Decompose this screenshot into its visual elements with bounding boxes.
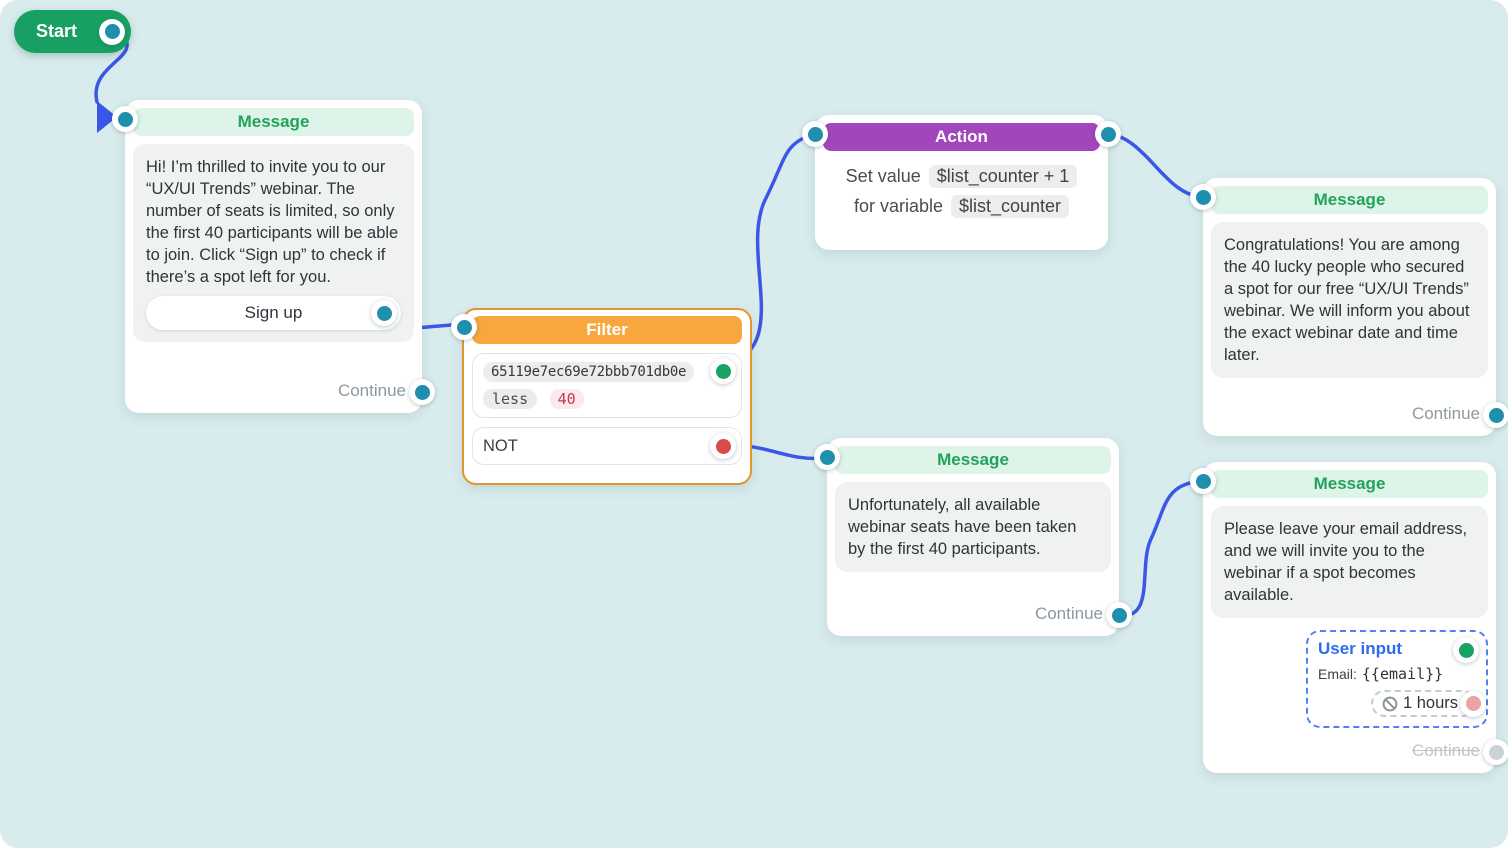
- message4-body: Please leave your email address, and we …: [1211, 506, 1488, 618]
- timeout-port[interactable]: [1460, 690, 1486, 717]
- action-output-port[interactable]: [1095, 121, 1121, 147]
- message3-header: Message: [835, 446, 1111, 474]
- message3-node[interactable]: Message Unfortunately, all available web…: [814, 438, 1132, 636]
- continue-label-disabled: Continue: [1411, 741, 1480, 760]
- filter-operator: less: [483, 389, 538, 409]
- no-entry-icon: [1382, 696, 1398, 712]
- port-dot-icon: [1465, 696, 1481, 711]
- connector-action-to-message2: [1101, 131, 1204, 199]
- signup-button-label: Sign up: [244, 303, 303, 322]
- continue-label: Continue: [1034, 604, 1103, 623]
- filter-condition-box[interactable]: 65119e7ec69e72bbb701db0e less 40: [472, 353, 742, 418]
- port-dot-icon: [376, 305, 392, 321]
- message4-continue: Continue: [1211, 739, 1508, 765]
- port-dot-icon: [414, 384, 430, 400]
- timeout-pill[interactable]: 1 hours: [1370, 690, 1486, 717]
- port-dot-icon: [1195, 189, 1211, 205]
- port-dot-icon: [104, 24, 120, 39]
- port-dot-icon: [117, 111, 133, 127]
- message1-node[interactable]: Message Hi! I’m thrilled to invite you t…: [112, 100, 435, 413]
- port-dot-icon: [1488, 744, 1504, 760]
- filter-true-port[interactable]: [710, 358, 736, 384]
- start-label: Start: [36, 21, 78, 41]
- port-dot-icon: [807, 126, 823, 142]
- action-body: Set value $list_counter + 1 for variable…: [823, 165, 1100, 218]
- start-output-port[interactable]: [99, 18, 125, 45]
- action-input-port[interactable]: [802, 121, 828, 147]
- message2-continue[interactable]: Continue: [1211, 402, 1508, 428]
- port-dot-icon: [1458, 642, 1474, 658]
- message2-body: Congratulations! You are among the 40 lu…: [1211, 222, 1488, 378]
- email-variable: {{email}}: [1361, 665, 1444, 683]
- filter-input-port[interactable]: [451, 314, 477, 340]
- message2-header: Message: [1211, 186, 1488, 214]
- connector-arrowhead: [97, 101, 117, 133]
- port-dot-icon: [456, 319, 472, 335]
- port-dot-icon: [1488, 407, 1504, 423]
- message1-text: Hi! I’m thrilled to invite you to our “U…: [146, 158, 399, 286]
- set-value-label: Set value: [845, 166, 921, 186]
- filter-else-label: NOT: [483, 436, 518, 455]
- filter-condition-id: 65119e7ec69e72bbb701db0e: [483, 362, 695, 382]
- user-input-success-port[interactable]: [1453, 637, 1479, 663]
- message2-node[interactable]: Message Congratulations! You are among t…: [1190, 178, 1508, 436]
- filter-node[interactable]: Filter 65119e7ec69e72bbb701db0e less 40 …: [451, 308, 752, 485]
- port-dot-icon: [715, 363, 731, 379]
- message3-continue-port[interactable]: [1106, 602, 1132, 628]
- filter-else-port[interactable]: [710, 433, 736, 459]
- message1-continue[interactable]: Continue: [133, 379, 435, 405]
- filter-header: Filter: [472, 316, 742, 344]
- continue-label: Continue: [337, 381, 406, 400]
- filter-else-box[interactable]: NOT: [472, 427, 742, 465]
- port-dot-icon: [819, 449, 835, 465]
- port-dot-icon: [1100, 126, 1116, 142]
- action-variable-row: for variable $list_counter: [853, 195, 1070, 218]
- message4-continue-port: [1483, 739, 1508, 765]
- message1-continue-port[interactable]: [409, 379, 435, 405]
- start-node[interactable]: Start: [14, 10, 131, 53]
- variable-name[interactable]: $list_counter: [950, 195, 1070, 218]
- user-input-field-row: Email: {{email}}: [1318, 665, 1476, 683]
- port-dot-icon: [1195, 473, 1211, 489]
- message1-body: Hi! I’m thrilled to invite you to our “U…: [133, 144, 414, 342]
- set-value-expression[interactable]: $list_counter + 1: [928, 165, 1078, 188]
- message1-header: Message: [133, 108, 414, 136]
- action-set-value-row: Set value $list_counter + 1: [846, 165, 1078, 188]
- connector-filter-true-to-action: [721, 132, 816, 367]
- port-dot-icon: [715, 438, 731, 454]
- filter-value: 40: [549, 389, 584, 409]
- message4-header: Message: [1211, 470, 1488, 498]
- message4-node[interactable]: Message Please leave your email address,…: [1190, 462, 1508, 773]
- message2-input-port[interactable]: [1190, 184, 1216, 210]
- message2-continue-port[interactable]: [1483, 402, 1508, 428]
- for-variable-label: for variable: [853, 196, 943, 216]
- port-dot-icon: [1111, 607, 1127, 623]
- continue-label: Continue: [1411, 404, 1480, 423]
- timeout-label: 1 hours: [1402, 694, 1458, 712]
- message1-input-port[interactable]: [112, 106, 138, 132]
- action-header: Action: [823, 123, 1100, 151]
- signup-output-port[interactable]: [371, 300, 397, 326]
- action-node[interactable]: Action Set value $list_counter + 1 for v…: [802, 115, 1121, 250]
- user-input-label: User input: [1318, 639, 1403, 658]
- filter-condition-rule: less 40: [483, 389, 731, 409]
- email-field-label: Email:: [1318, 666, 1357, 682]
- message3-input-port[interactable]: [814, 444, 840, 470]
- message3-continue[interactable]: Continue: [835, 602, 1132, 628]
- user-input-block[interactable]: User input Email: {{email}} 1 hours: [1306, 630, 1488, 728]
- signup-button[interactable]: Sign up: [146, 296, 401, 330]
- connector-message3-to-message4: [1116, 479, 1204, 618]
- message3-body: Unfortunately, all available webinar sea…: [835, 482, 1111, 572]
- message4-input-port[interactable]: [1190, 468, 1216, 494]
